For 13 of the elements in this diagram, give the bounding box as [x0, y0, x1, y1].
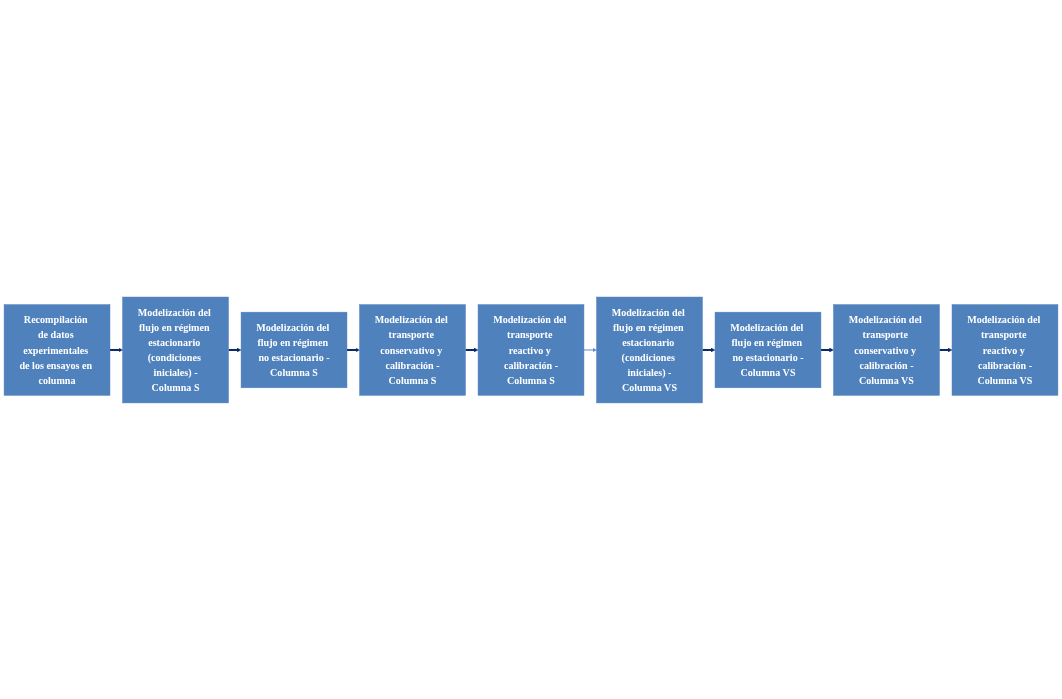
- arrow: [939, 347, 953, 352]
- node-box: Modelización del flujo en régimen estacionario (condiciones iniciales) - Columna S: [122, 296, 229, 403]
- node-box: Modelización del transporte reactivo y calibración - Columna VS: [951, 303, 1059, 396]
- arrow: [110, 347, 123, 352]
- node-box: Modelización del flujo en régimen estacionario (condiciones iniciales) - Columna VS: [596, 296, 703, 403]
- node-box: Modelización del flujo en régimen no estacionario - Columna VS: [714, 311, 822, 388]
- node-box: Modelización del transporte conservativo y calibración - Columna S: [359, 303, 466, 396]
- arrow: [346, 347, 360, 352]
- node-box: Recompilación de datos experimentales de los ensayos en columna: [3, 303, 111, 396]
- node-box: Modelización del transporte conservativo y calibración - Columna VS: [833, 303, 940, 396]
- node-box: Modelización del flujo en régimen no estacionario - Columna S: [240, 311, 348, 388]
- node-box: Modelización del transporte reactivo y calibración - Columna S: [477, 303, 585, 396]
- arrow: [583, 347, 597, 352]
